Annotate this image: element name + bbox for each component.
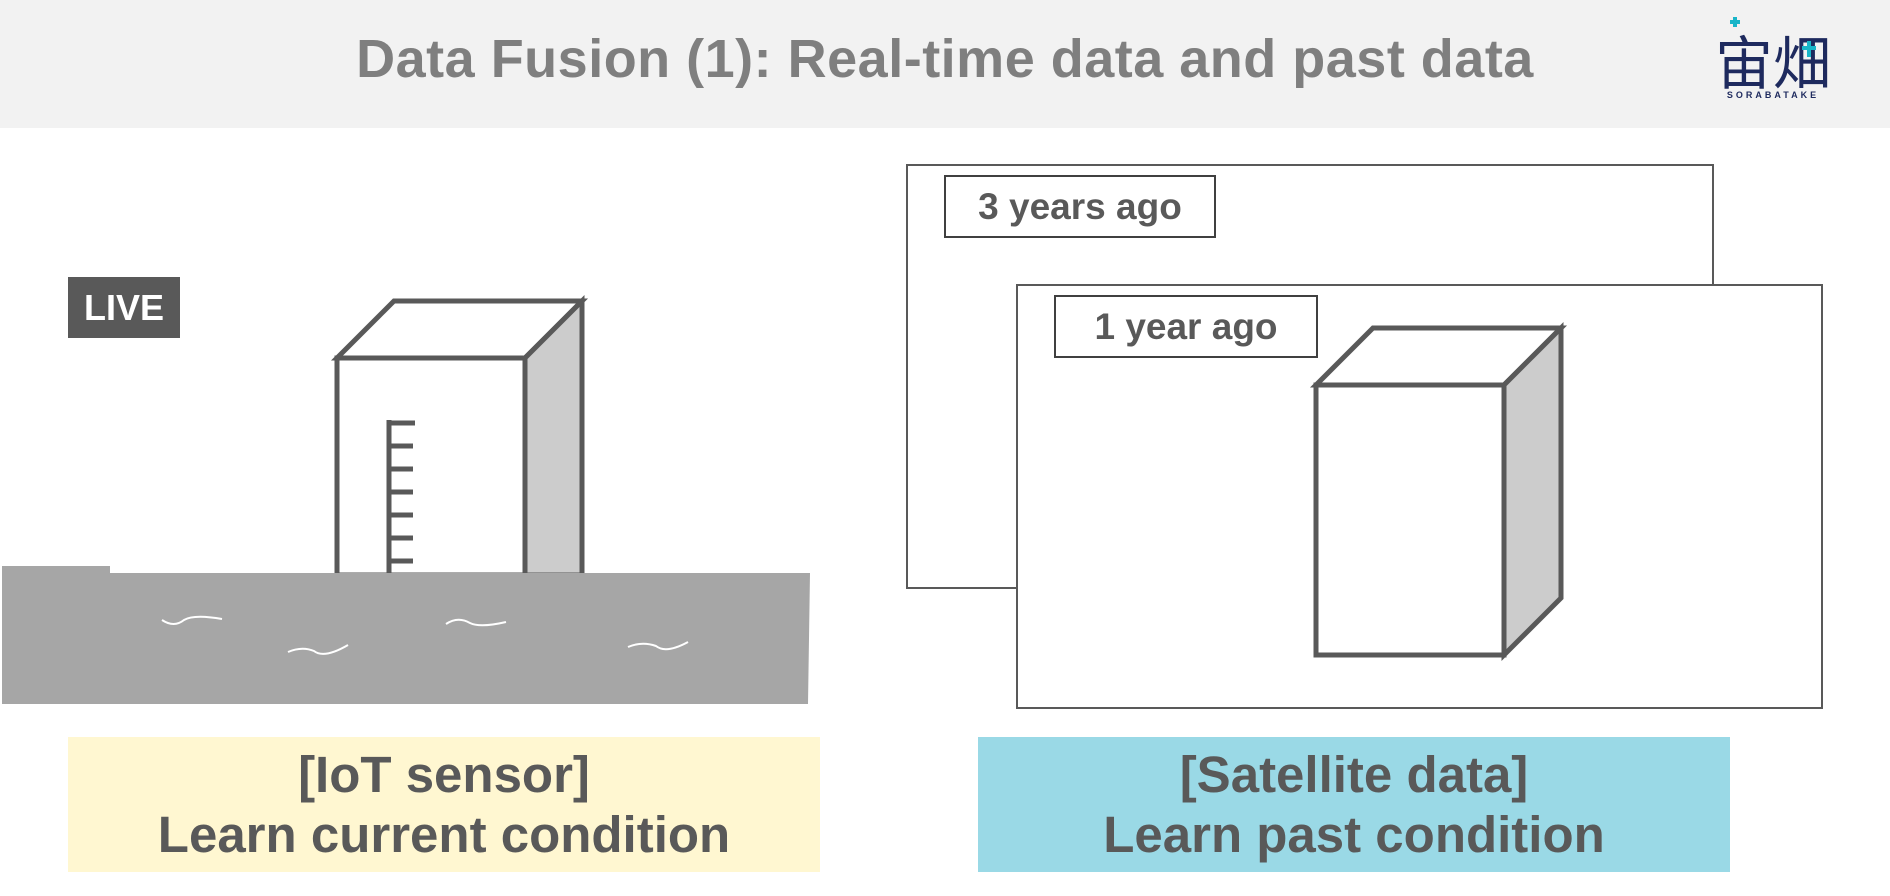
satellite-caption: [Satellite data] Learn past condition [978,737,1730,872]
logo-text: 宙畑 [1715,30,1831,98]
header-bar [0,0,1890,128]
iot-caption: [IoT sensor] Learn current condition [68,737,820,872]
live-badge: LIVE [68,277,180,338]
sorabatake-logo: 宙畑 [1715,17,1831,98]
satellite-caption-title: [Satellite data] [1179,745,1529,803]
iot-caption-subtitle: Learn current condition [157,805,731,863]
satellite-caption-subtitle: Learn past condition [1103,805,1605,863]
label-1-year-ago: 1 year ago [1054,295,1318,358]
page-title: Data Fusion (1): Real-time data and past… [356,29,1534,89]
building-box-icon [1309,321,1568,662]
iot-scene [2,294,810,704]
iot-caption-title: [IoT sensor] [298,745,590,803]
label-3-years-ago: 3 years ago [944,175,1216,238]
water-body [2,566,810,704]
logo-subtext: SORABATAKE [1726,90,1820,100]
wave-icon [161,615,689,655]
